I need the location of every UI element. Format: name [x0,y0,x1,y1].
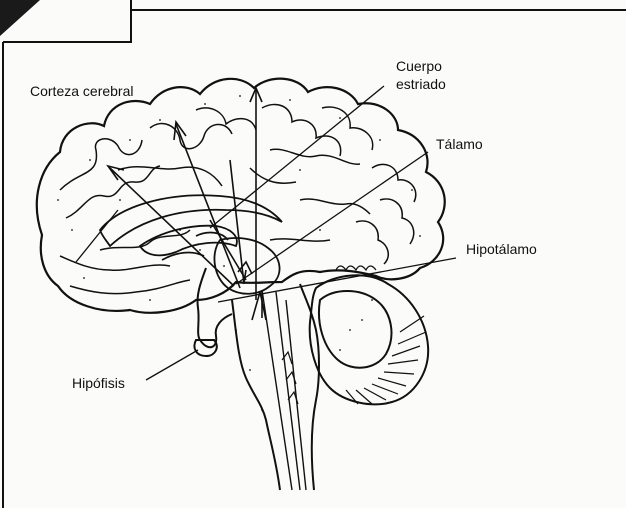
label-cortex: Corteza cerebral [30,83,134,100]
pituitary-gland [194,340,216,356]
cerebellum [310,275,428,404]
brainstem [232,284,319,490]
cerebellum-folia [336,266,426,404]
label-striatum-line2: estriado [396,76,446,93]
brainstem-tracts [262,290,306,490]
stipple-texture [57,95,421,411]
label-pituitary: Hipófisis [72,375,125,392]
label-striatum-line1: Cuerpo [396,58,442,75]
label-thalamus: Tálamo [436,136,483,153]
projection-arrows [108,88,266,320]
label-hypothalamus: Hipotálamo [466,241,537,258]
corner-tab [0,0,40,36]
corpus-callosum [100,195,282,260]
